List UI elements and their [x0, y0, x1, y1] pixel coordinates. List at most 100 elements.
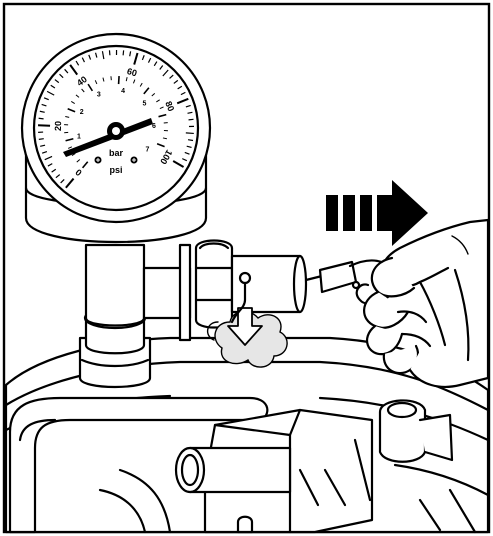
hex-nut: [194, 239, 234, 329]
psi-tick: [184, 151, 190, 155]
tank-detail-left: [98, 468, 254, 534]
bar-tick: [125, 77, 128, 82]
gauge-bar-scale: 1 2 3 4 5 6 7: [77, 88, 156, 154]
psi-tick: [162, 69, 169, 77]
psi-tick: [101, 51, 105, 60]
tee-body: [142, 243, 192, 342]
hand: [363, 218, 490, 388]
psi-tick: [46, 90, 55, 96]
psi-tick: [188, 118, 194, 121]
bar-tick: [76, 159, 81, 163]
psi-tick: [38, 138, 44, 140]
pressure-gauge: 0 20 40 60 80 100 1 2 3 4 5 6 7 bar psi: [20, 32, 212, 224]
psi-tick: [141, 55, 145, 61]
bar-tick: [139, 82, 143, 87]
psi-tick: [81, 57, 85, 63]
bar-tick: [159, 106, 164, 110]
bar-tick: [65, 116, 70, 118]
side-fitting: [378, 399, 454, 463]
psi-tick: [176, 97, 189, 105]
bar-tick: [156, 99, 160, 103]
horizontal-pipe: [174, 446, 292, 494]
psi-tick: [172, 160, 185, 168]
bar-tick: [151, 92, 156, 97]
psi-tick: [44, 155, 53, 161]
psi-tick: [38, 117, 44, 120]
psi-tick: [187, 139, 194, 142]
psi-tick: [169, 74, 174, 79]
bar-label-2: 2: [80, 109, 84, 116]
bar-label-7: 7: [146, 147, 150, 154]
psi-tick: [180, 91, 186, 96]
psi-tick: [186, 145, 192, 148]
bar-tick: [65, 137, 74, 142]
psi-tick: [59, 73, 64, 79]
psi-tick: [60, 179, 65, 184]
tank-detail-right: [393, 463, 490, 534]
bar-tick: [156, 142, 165, 148]
bar-tick: [132, 79, 136, 84]
psi-label-80: 80: [163, 100, 176, 113]
bar-tick: [143, 87, 150, 95]
psi-tick: [54, 79, 60, 84]
psi-label-60: 60: [126, 66, 138, 78]
release-pin: [230, 282, 247, 324]
psi-tick: [47, 163, 53, 167]
psi-tick: [133, 52, 139, 65]
psi-tick: [88, 54, 92, 60]
psi-tick: [40, 144, 46, 147]
psi-tick: [69, 64, 79, 76]
psi-tick: [129, 51, 132, 57]
bar-tick: [67, 108, 76, 113]
tank-handle: [8, 396, 269, 534]
gauge-unit-psi: psi: [109, 165, 122, 175]
psi-tick: [41, 150, 48, 154]
bar-tick: [158, 113, 167, 118]
psi-tick: [159, 65, 164, 70]
bar-tick: [87, 83, 94, 92]
psi-tick: [43, 97, 49, 101]
bar-tick: [75, 94, 80, 98]
bar-label-6: 6: [152, 123, 156, 130]
bar-label-4: 4: [121, 88, 125, 95]
safety-valve-body: [230, 254, 308, 314]
psi-tick: [173, 79, 179, 84]
gauge-needle: [63, 118, 153, 157]
bar-tick: [71, 153, 76, 157]
bar-label-5: 5: [143, 100, 147, 107]
bar-tick: [71, 101, 75, 104]
psi-tick: [50, 84, 56, 89]
psi-label-20: 20: [53, 121, 63, 131]
gauge-unit-bar: bar: [109, 148, 124, 158]
psi-tick: [75, 60, 80, 66]
bar-tick: [94, 80, 98, 85]
psi-tick: [185, 132, 194, 135]
bar-tick: [81, 88, 85, 93]
gauge-screw-left: [94, 156, 102, 164]
pull-direction-arrow-icon: [326, 180, 428, 246]
psi-tick: [39, 110, 45, 113]
gauge-stem: [84, 243, 146, 327]
psi-label-0: 0: [74, 167, 84, 178]
pressure-release-arrow-icon: [227, 307, 263, 346]
psi-tick: [55, 174, 61, 179]
bar-tick: [67, 146, 73, 149]
psi-tick: [153, 61, 158, 67]
psi-tick: [177, 85, 183, 90]
psi-tick: [51, 168, 57, 173]
bar-label-1: 1: [77, 134, 81, 141]
psi-tick: [41, 103, 47, 107]
bar-tick: [162, 137, 167, 140]
psi-tick: [147, 57, 152, 63]
gauge-screw-right: [130, 156, 138, 164]
bar-label-3: 3: [97, 92, 101, 99]
psi-tick: [187, 111, 193, 114]
psi-label-40: 40: [75, 74, 89, 88]
bar-tick: [81, 161, 89, 169]
psi-tick: [94, 52, 98, 58]
gauge-tick-marks: [38, 49, 194, 189]
psi-tick: [185, 104, 191, 108]
psi-tick: [65, 177, 75, 189]
